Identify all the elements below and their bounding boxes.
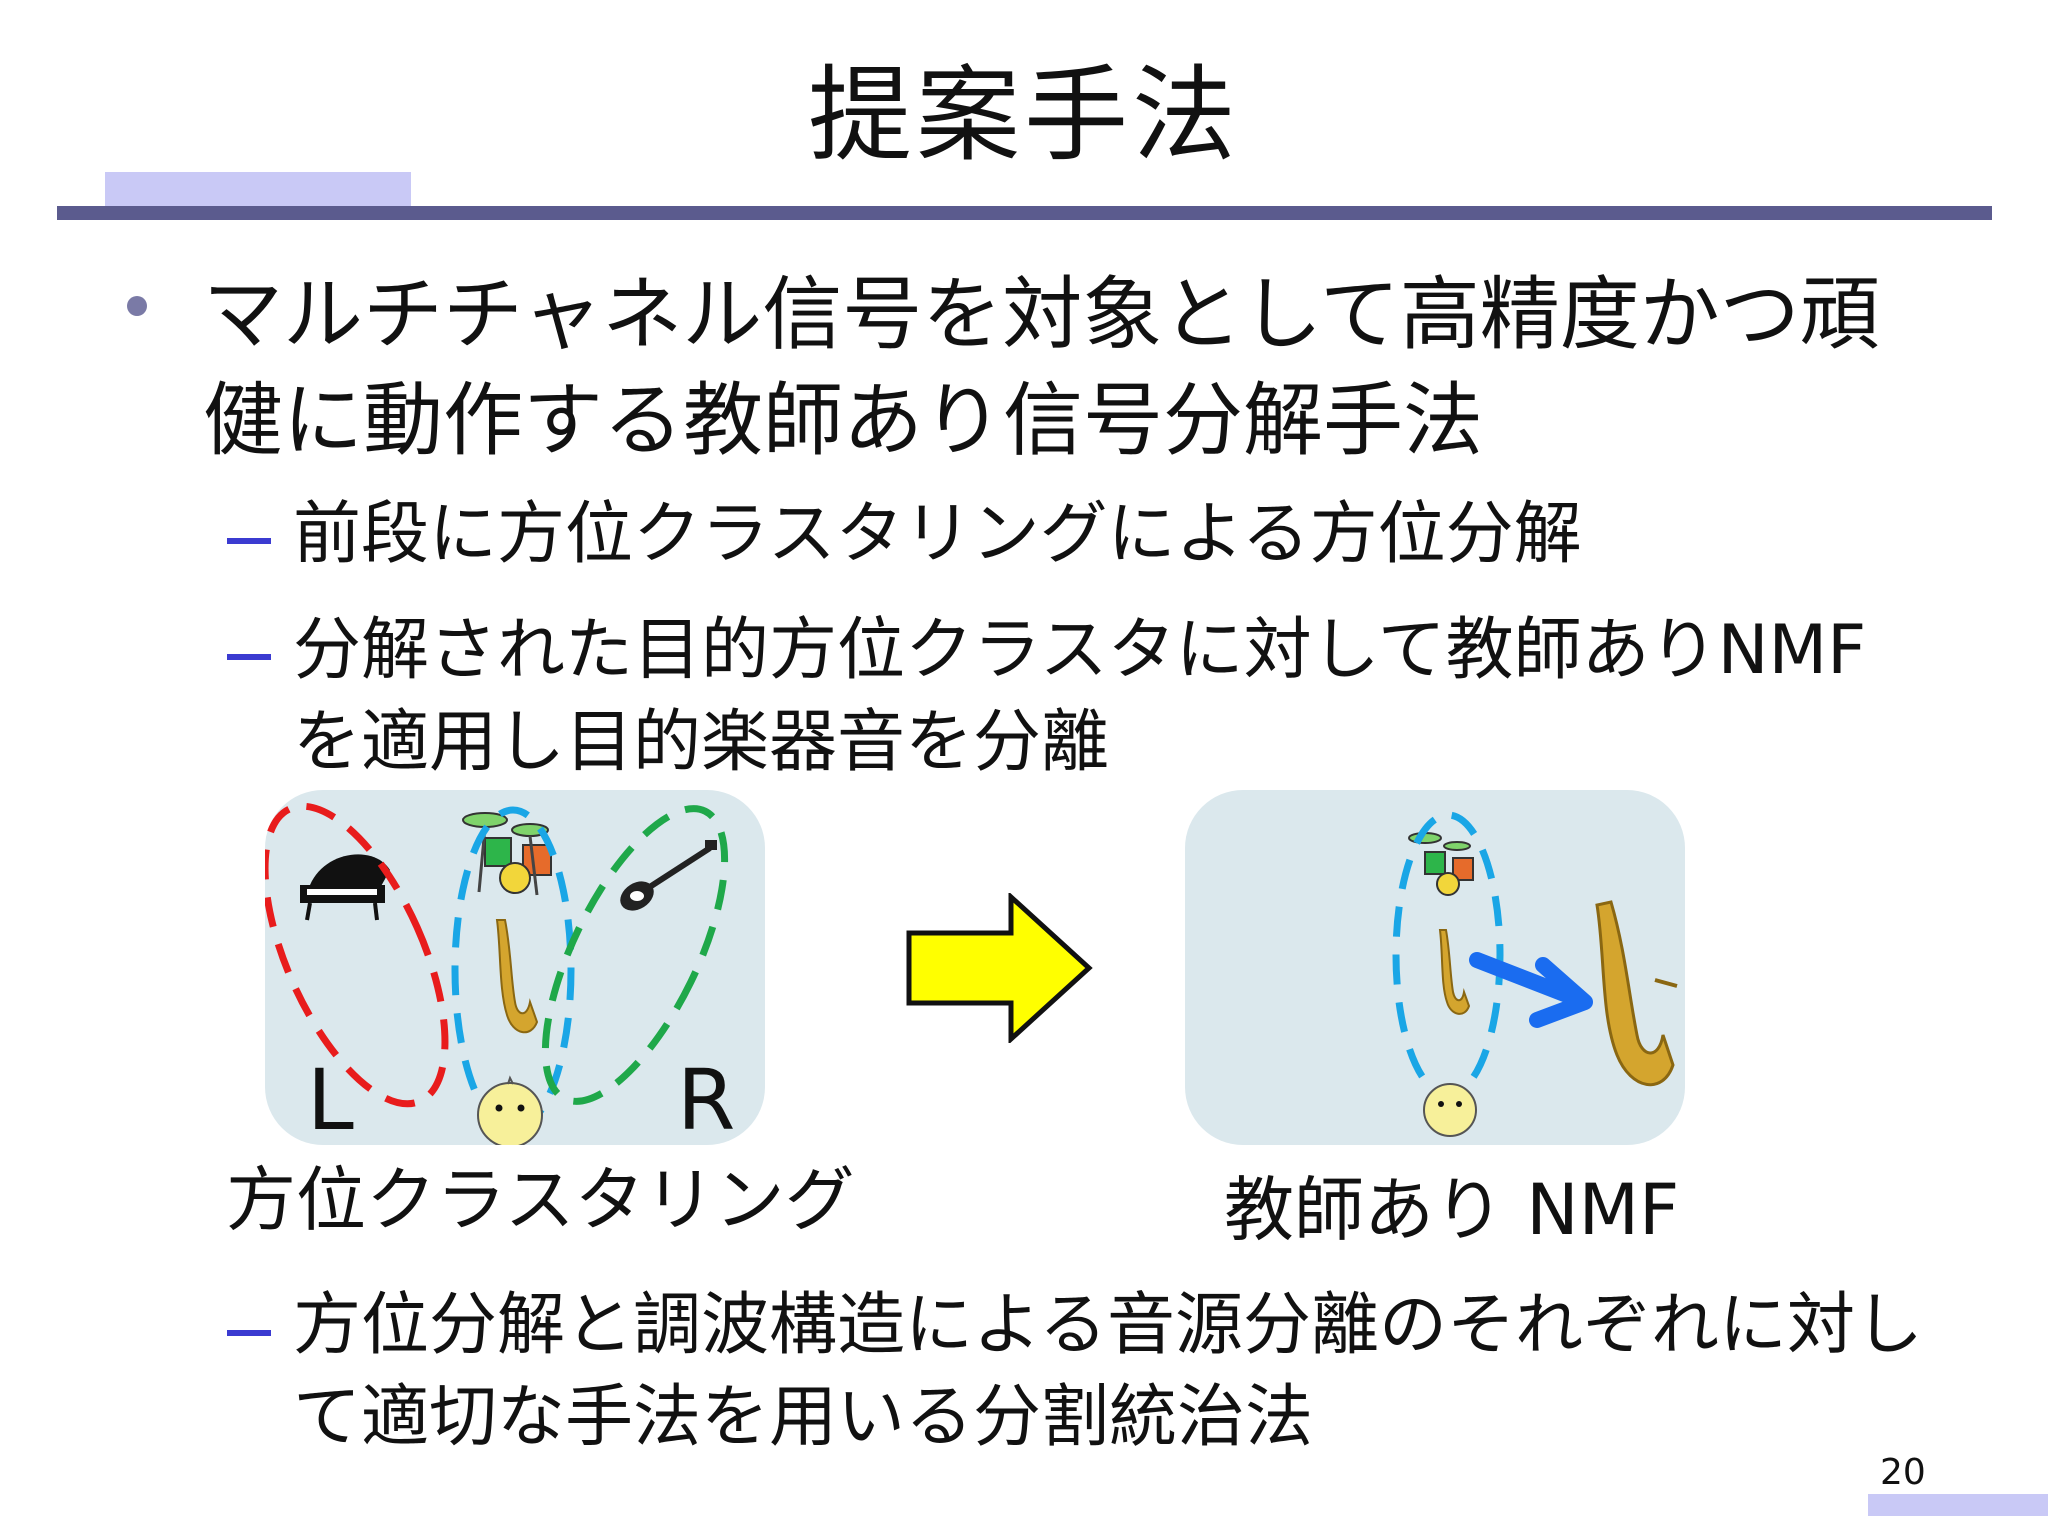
saxophone-icon [1438,929,1471,1015]
drum-kit-icon [462,812,552,896]
electric-guitar-icon [620,840,717,911]
sub-item-3-text: 方位分解と調波構造による音源分離のそれぞれに対して適切な手法を用いる分割統治法 [293,1286,1923,1457]
saxophone-icon [495,919,539,1034]
right-cluster-outline [541,805,729,1105]
grand-piano-icon [300,854,390,921]
center-cluster-outline [451,806,575,1134]
slide-title: 提案手法 [807,54,1240,176]
bullet-dot-icon [127,296,147,316]
direction-clustering-figure [265,802,729,1145]
right-channel-label: R [677,1051,736,1149]
footer-accent-block [1868,1494,2048,1516]
left-cluster-outline [265,802,449,1108]
supervised-nmf-caption: 教師あり NMF [1224,1169,1680,1251]
sub-item-2-text: 分解された目的方位クラスタに対して教師ありNMF を適用し目的楽器音を分離 [293,611,1867,782]
drum-kit-icon [1408,832,1474,896]
direction-clustering-panel: L R [265,790,765,1145]
listener-face-icon [477,1075,543,1145]
main-bullet-text: マルチチャネル信号を対象として高精度かつ頑健に動作する教師あり信号分解手法 [203,268,1880,467]
left-channel-label: L [307,1051,354,1149]
title-accent-block [105,172,411,206]
supervised-nmf-panel [1185,790,1685,1145]
saxophone-large-icon [1595,900,1678,1087]
dash-icon [227,654,271,660]
listener-face-icon [1423,1083,1477,1137]
direction-clustering-caption: 方位クラスタリング [226,1159,855,1241]
dash-icon [227,1330,271,1336]
page-number: 20 [1880,1452,1926,1493]
supervised-nmf-figure [1392,811,1678,1137]
title-rule [57,206,1992,220]
sub-item-1-text: 前段に方位クラスタリングによる方位分解 [293,495,1582,574]
small-arrow-icon [1469,952,1593,1028]
big-right-arrow-icon [906,893,1093,1043]
dash-icon [227,538,271,544]
